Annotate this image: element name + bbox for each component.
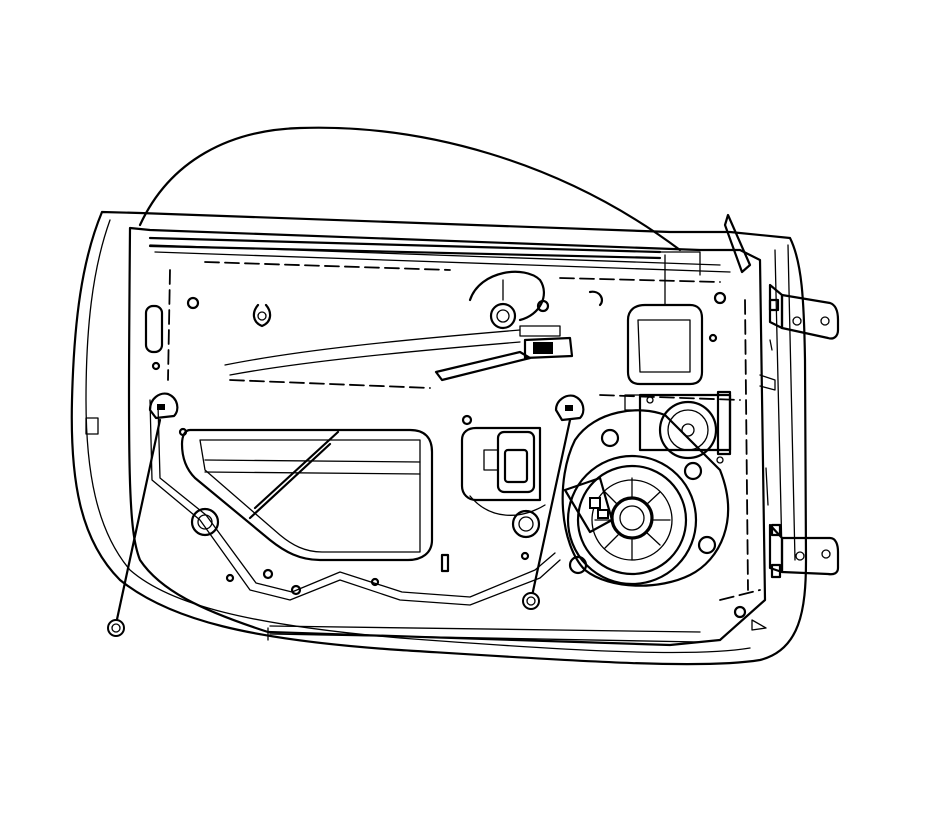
- window-glass: [138, 126, 682, 252]
- panel-contour-lines: [167, 261, 761, 601]
- upper-hinge: [768, 283, 840, 340]
- panel-fasteners: [151, 290, 747, 619]
- upper-square-opening: [626, 254, 704, 386]
- lower-hinge: [768, 523, 840, 579]
- left-trim-clip: [107, 392, 179, 637]
- door-edge-details: [723, 213, 776, 631]
- right-trim-clip: [522, 394, 585, 610]
- panel-stamping: [149, 399, 561, 606]
- inner-door-panel: [127, 226, 767, 647]
- lower-access-opening: [180, 428, 434, 562]
- lock-actuator: [460, 426, 546, 516]
- door-handle-rod: [224, 325, 574, 382]
- woofer-speaker: [561, 409, 730, 587]
- left-access-slot: [144, 304, 164, 354]
- tweeter-speaker: [624, 390, 732, 464]
- center-top-bolt: [468, 270, 546, 330]
